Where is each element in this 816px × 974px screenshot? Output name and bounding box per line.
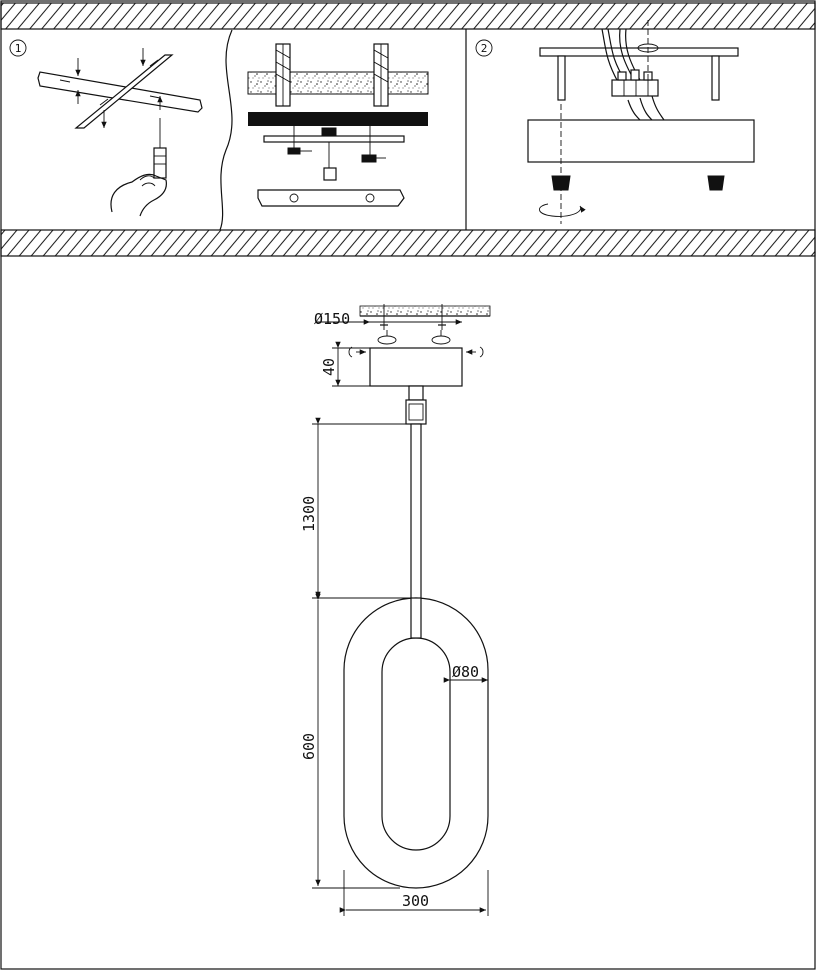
ceiling-section — [247, 43, 429, 126]
canopy-stem — [408, 385, 424, 401]
slotted-bar — [257, 189, 405, 207]
step-2-marker — [475, 39, 493, 57]
fixture-drawing: Ø150 40 1300 — [300, 304, 491, 916]
screw-icon — [75, 48, 163, 128]
panel-divider — [219, 29, 233, 231]
dim-ring-inner: Ø80 — [452, 663, 479, 681]
canopy-body — [527, 119, 755, 163]
screw-icon — [287, 147, 386, 163]
screw-icon — [380, 304, 446, 330]
screw-icon — [348, 346, 484, 358]
bracket-plate — [263, 126, 405, 181]
rotate-arrow-icon — [539, 203, 586, 217]
step-1-panel: 1 — [9, 29, 429, 231]
suspension-cable — [410, 423, 422, 601]
step-1-marker — [9, 39, 27, 57]
cap-nut-icon — [551, 175, 725, 191]
ceiling-strip — [359, 305, 491, 317]
dim-ring-width: 300 — [402, 892, 429, 910]
mounting-bracket — [37, 54, 203, 129]
canopy — [369, 347, 463, 387]
hatch-ceiling-icon — [0, 229, 816, 257]
step-1-number: 1 — [15, 42, 22, 55]
ring-inner — [381, 637, 451, 851]
hatch-ceiling-icon — [0, 2, 816, 30]
dim-canopy-diameter: Ø150 — [314, 310, 350, 328]
mounting-hole — [377, 335, 397, 345]
dim-ring-height: 600 — [300, 733, 318, 760]
ceiling-plate — [539, 47, 739, 101]
dim-cable-length: 1300 — [300, 496, 318, 532]
mounting-hole — [431, 335, 451, 345]
rotate-arrow-icon — [637, 20, 659, 80]
step-2-panel: 2 — [475, 20, 755, 224]
drill-icon — [110, 118, 167, 217]
dim-canopy-height: 40 — [320, 358, 338, 376]
ring-stem — [410, 597, 422, 639]
step-2-number: 2 — [481, 42, 488, 55]
wire-connector-icon — [611, 69, 659, 97]
